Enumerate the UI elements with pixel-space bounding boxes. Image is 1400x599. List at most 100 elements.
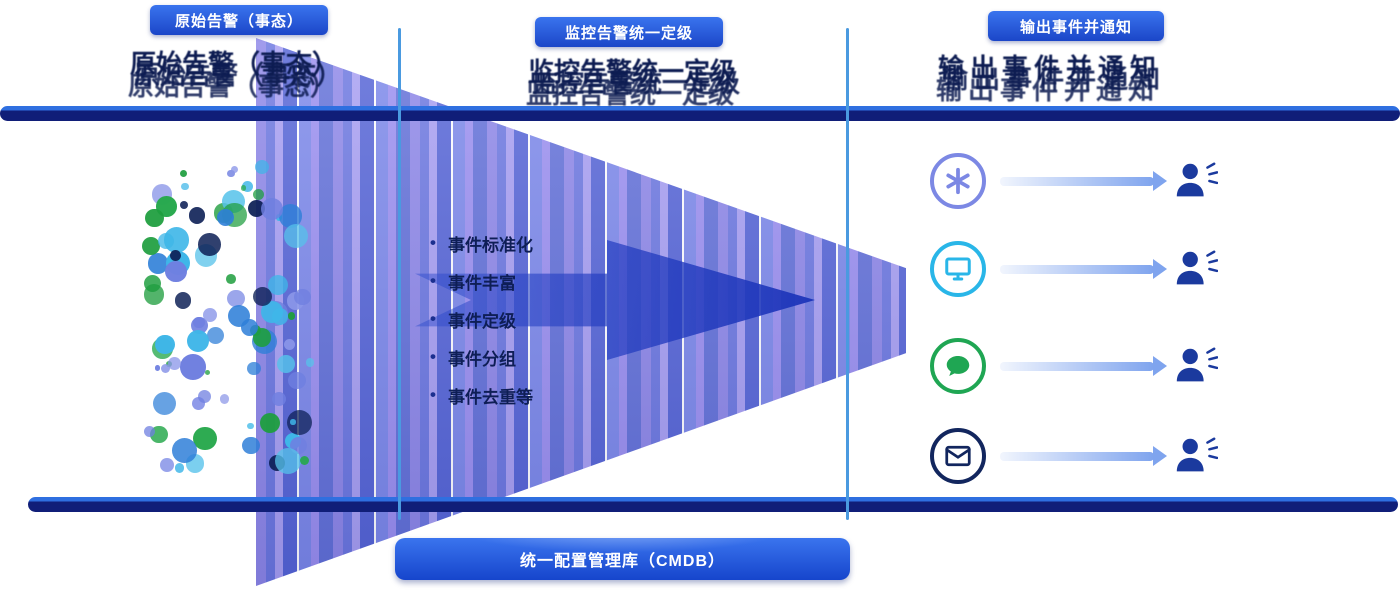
alert-dot <box>160 458 174 472</box>
alert-dot <box>155 334 176 355</box>
alert-dot <box>193 316 206 329</box>
alert-dot <box>152 391 177 416</box>
section-divider-2 <box>846 28 849 520</box>
alert-dot <box>197 233 221 256</box>
processing-step: • 事件去重等 <box>430 376 533 414</box>
alert-dot <box>247 422 254 430</box>
section-header-label: 原始告警（事态） <box>174 12 303 30</box>
channel-badge <box>930 241 986 297</box>
alert-dot <box>157 233 174 250</box>
alert-dot <box>254 159 269 174</box>
alert-dot <box>290 419 296 425</box>
channel-badge <box>930 338 986 394</box>
alert-dot <box>276 355 295 373</box>
alert-dot <box>188 207 206 224</box>
alert-dot <box>287 312 295 320</box>
processing-step: • 事件丰富 <box>430 262 533 300</box>
alert-dot-cluster <box>142 150 322 475</box>
alert-dot <box>252 188 265 201</box>
bullet-icon: • <box>430 347 436 366</box>
alert-dot <box>172 438 197 463</box>
alert-dot <box>193 426 217 451</box>
alert-dot <box>260 413 281 434</box>
alert-dot <box>272 392 286 407</box>
alert-dot <box>165 260 187 283</box>
alert-dot <box>179 170 187 178</box>
step-label: 事件标准化 <box>447 235 533 255</box>
alert-dot <box>253 286 273 306</box>
alert-dot <box>147 253 169 274</box>
channel-badge <box>930 153 986 209</box>
alert-dot <box>204 369 211 376</box>
alert-dot <box>271 308 289 325</box>
alert-dot <box>227 289 245 308</box>
alert-dot <box>274 448 301 475</box>
alert-dot <box>219 394 230 404</box>
section-header-output-notify: 输出事件并通知 <box>988 11 1164 41</box>
alert-dot <box>242 436 260 455</box>
alert-dot <box>227 169 235 177</box>
notify-arrow-icon <box>1000 361 1154 371</box>
alert-dot <box>160 363 171 373</box>
alert-dot <box>305 358 315 367</box>
bullet-icon: • <box>430 271 436 290</box>
ghost-title-unified-grading: 监控告警统一定级 监控告警统一定级 监控告警统一定级 <box>526 57 741 109</box>
alert-dot <box>261 197 284 220</box>
output-channel-row <box>930 149 1218 213</box>
alert-dot <box>240 185 247 191</box>
alert-dot <box>144 425 156 437</box>
asterisk-icon <box>946 167 970 195</box>
alert-dot <box>216 208 235 227</box>
alert-dot <box>154 365 161 371</box>
notified-group-icon <box>1172 246 1218 292</box>
cmdb-label: 统一配置管理库（CMDB） <box>520 553 725 570</box>
alert-dot <box>268 274 289 295</box>
step-label: 事件去重等 <box>447 387 533 407</box>
bullet-icon: • <box>430 233 436 252</box>
alert-dot <box>247 200 266 218</box>
alert-dot <box>174 292 192 310</box>
output-channel-row <box>930 237 1218 301</box>
mail-icon <box>945 445 971 467</box>
section-header-unified-grading: 监控告警统一定级 <box>535 17 723 47</box>
channel-badge <box>930 428 986 484</box>
notified-group-icon <box>1172 433 1218 479</box>
alert-dot <box>181 182 189 191</box>
bullet-icon: • <box>430 385 436 404</box>
alert-dot <box>186 329 210 353</box>
section-header-label: 监控告警统一定级 <box>564 24 693 42</box>
alert-dot <box>242 180 254 193</box>
alert-dot <box>179 200 189 210</box>
alert-dot <box>202 308 217 323</box>
processing-step: • 事件定级 <box>430 300 533 338</box>
alert-dot <box>300 455 310 466</box>
step-label: 事件分组 <box>447 349 516 369</box>
alert-dot <box>278 204 303 229</box>
processing-step: • 事件分组 <box>430 338 533 376</box>
monitor-icon <box>945 257 971 281</box>
notify-arrow-icon <box>1000 451 1154 461</box>
processing-step: • 事件标准化 <box>430 224 533 262</box>
top-rail <box>0 106 1400 121</box>
chat-icon <box>946 356 970 376</box>
bullet-icon: • <box>430 309 436 328</box>
alert-dot <box>180 354 206 380</box>
alert-dot <box>240 318 258 336</box>
alert-dot <box>167 357 181 371</box>
section-header-label: 输出事件并通知 <box>1019 18 1132 36</box>
alert-dot <box>226 274 237 285</box>
section-divider-1 <box>398 28 401 520</box>
step-label: 事件定级 <box>447 311 516 331</box>
notified-group-icon <box>1172 158 1218 204</box>
section-header-raw-alerts: 原始告警（事态） <box>150 5 328 35</box>
alert-dot <box>231 166 239 174</box>
alert-dot <box>294 288 311 306</box>
notified-group-icon <box>1172 343 1218 389</box>
alert-dot <box>288 371 306 390</box>
output-channel-row <box>930 424 1218 488</box>
notify-arrow-icon <box>1000 176 1154 186</box>
alert-dot <box>197 390 211 404</box>
alert-dot <box>283 338 296 350</box>
alert-dot <box>145 208 164 228</box>
